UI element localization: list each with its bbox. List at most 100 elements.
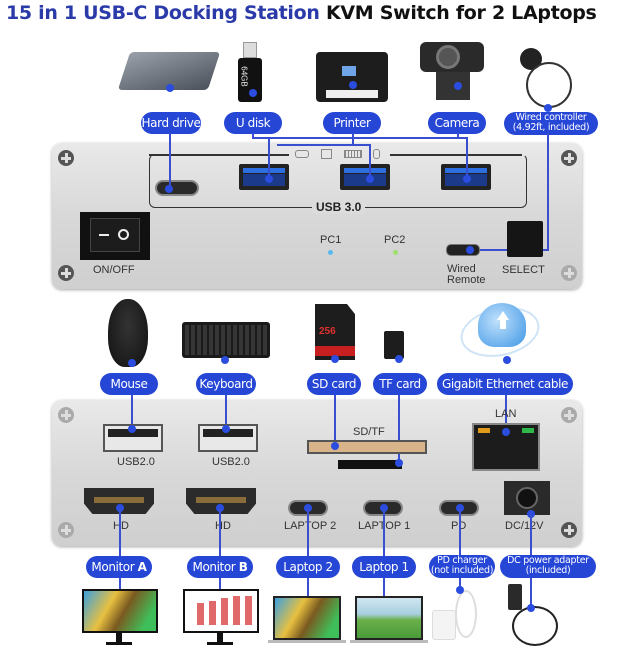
connector-line [457,133,459,138]
pc2-led [393,250,398,255]
dc-port [504,481,550,515]
connector-dot [395,459,403,467]
connector-line [459,508,461,556]
connector-line [307,578,309,596]
connector-line [398,395,400,461]
tf-card-image [384,331,404,359]
monitor-b-base [207,642,233,645]
lan-label: LAN [495,408,517,420]
pd-cable [455,590,477,638]
screw-icon [561,522,577,538]
label-u-disk: U disk [224,112,282,134]
connector-dot [463,175,471,183]
connector-dot [331,355,339,363]
pc2-label: PC2 [384,234,406,246]
connector-line [547,133,549,250]
wired-remote-port [446,244,480,256]
connector-line [383,578,385,596]
connector-dot [349,81,357,89]
chart-bar [221,598,228,625]
label-keyboard: Keyboard [196,373,256,395]
monitor-a-image [82,589,158,633]
connector-line [252,137,468,139]
printer-image [316,52,388,102]
printer-port-icon [321,149,332,159]
keyboard-port-icon [344,150,362,158]
connector-line [505,395,507,431]
label-line: Wired [447,263,476,275]
pc1-label: PC1 [320,234,342,246]
power-label: ON/OFF [93,264,135,276]
camera-image [420,42,484,72]
laptop2-label: LAPTOP 2 [284,520,337,532]
connector-line [369,144,371,179]
label-line: (4.92ft, included) [512,122,590,133]
label-laptop-2: Laptop 2 [276,556,340,578]
connector-dot [395,355,403,363]
connector-line [131,395,133,429]
connector-line [307,508,309,556]
connector-line [352,133,354,145]
connector-line [466,137,468,179]
connector-dot [222,425,230,433]
on-mark [118,229,129,240]
u-disk-capacity: 64GB [239,66,249,87]
u-disk-image [243,42,257,58]
label-line: (included) [525,565,571,576]
label-text: Monitor [192,560,236,574]
mouse-image [108,299,148,367]
connector-dot [544,104,552,112]
cloud-icon [478,303,526,347]
camera-stand [436,72,470,100]
label-tf-card: TF card [373,373,427,395]
sd-card-image: 256 [315,304,355,360]
label-hard-drive: Hard drive [141,112,201,134]
hd-label-2: HD [215,520,231,532]
off-mark [99,234,109,236]
label-laptop-1: Laptop 1 [352,556,416,578]
connector-line [119,508,121,556]
label-suffix: A [137,560,147,574]
lan-led-orange [478,428,490,433]
label-sd-card: SD card [307,373,361,395]
connector-dot [502,428,510,436]
wired-controller-cable [526,62,572,108]
power-switch[interactable] [80,212,150,260]
label-camera: Camera [428,112,486,134]
lan-led-green [522,428,534,433]
connector-dot [165,185,173,193]
connector-dot [128,425,136,433]
chart-bar [245,596,252,625]
connector-line [334,395,336,445]
label-line: (not included) [430,565,494,576]
connector-line [119,578,121,590]
select-button[interactable] [507,221,543,257]
page-title: 15 in 1 USB-C Docking Station KVM Switch… [6,2,597,24]
connector-dot [221,356,229,364]
label-line: DC power adapter [507,555,589,566]
label-pd-charger: PD charger (not included) [429,555,495,578]
usb-c-port-front [155,180,199,196]
screw-icon [58,522,74,538]
connector-line [277,144,369,146]
wired-remote-label: Wired Remote [447,264,486,286]
chart-bar [233,596,240,625]
connector-line [268,137,270,179]
mouse-port-icon [373,149,380,159]
chart-bar [197,603,204,625]
connector-dot [166,84,174,92]
monitor-a-stand [116,633,122,643]
connector-line [252,133,254,138]
label-monitor-a: Monitor A [86,556,152,578]
usb2-label-2: USB2.0 [212,456,250,468]
connector-line [530,578,532,606]
bracket-top-right [390,154,522,156]
dc-adapter-image [508,584,522,610]
label-line: Wired controller [515,112,587,123]
screw-icon [561,150,577,166]
screw-icon [58,150,74,166]
label-monitor-b: Monitor B [187,556,253,578]
connector-dot [456,586,464,594]
label-dc-adapter: DC power adapter (included) [500,555,596,578]
connector-dot [466,246,474,254]
